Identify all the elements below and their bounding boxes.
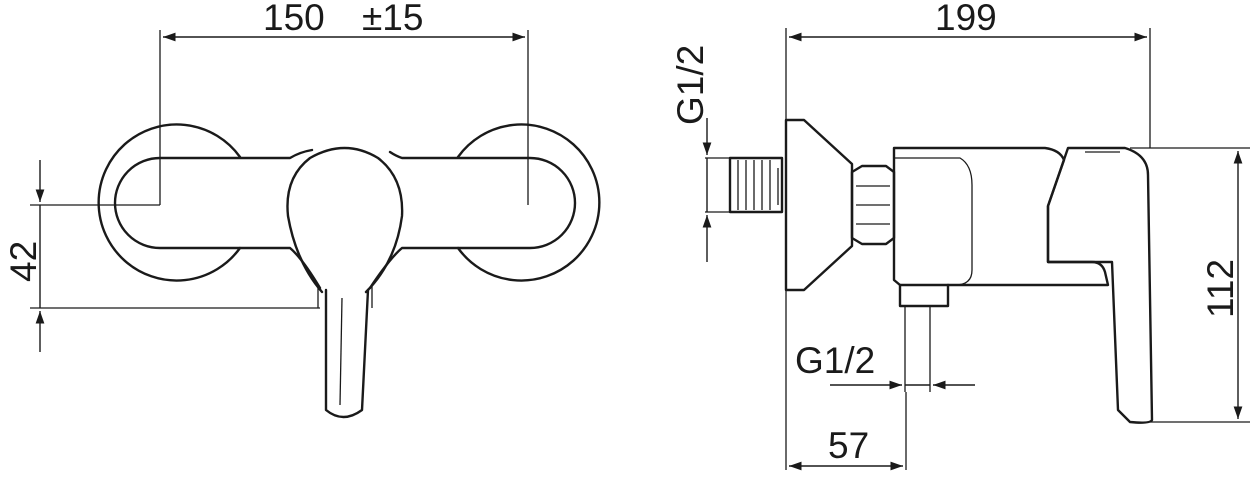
mixer-body-side <box>892 146 1110 287</box>
width-tolerance-label: ±15 <box>362 0 423 38</box>
left-rosette <box>97 123 242 282</box>
offset-dimension-label: 57 <box>828 425 869 466</box>
height-side-label: 112 <box>1200 259 1241 318</box>
lever-head <box>286 146 404 294</box>
front-view: 150 ±15 42 <box>3 0 601 419</box>
right-rosette <box>456 123 601 282</box>
side-view: 199 G1/2 112 G1/2 57 <box>670 0 1250 471</box>
outlet-thread <box>898 283 950 308</box>
wall-flange <box>784 118 854 292</box>
depth-dimension-label: 199 <box>935 0 997 38</box>
width-dimension-label: 150 <box>263 0 325 38</box>
outlet-thread-label: G1/2 <box>795 340 875 381</box>
inlet-thread-label: G1/2 <box>670 45 711 125</box>
lever-handle <box>324 288 370 419</box>
lever-side <box>1046 146 1154 424</box>
height-dimension-label: 42 <box>3 241 44 282</box>
mixer-body <box>113 148 577 290</box>
inlet-thread <box>728 156 784 214</box>
